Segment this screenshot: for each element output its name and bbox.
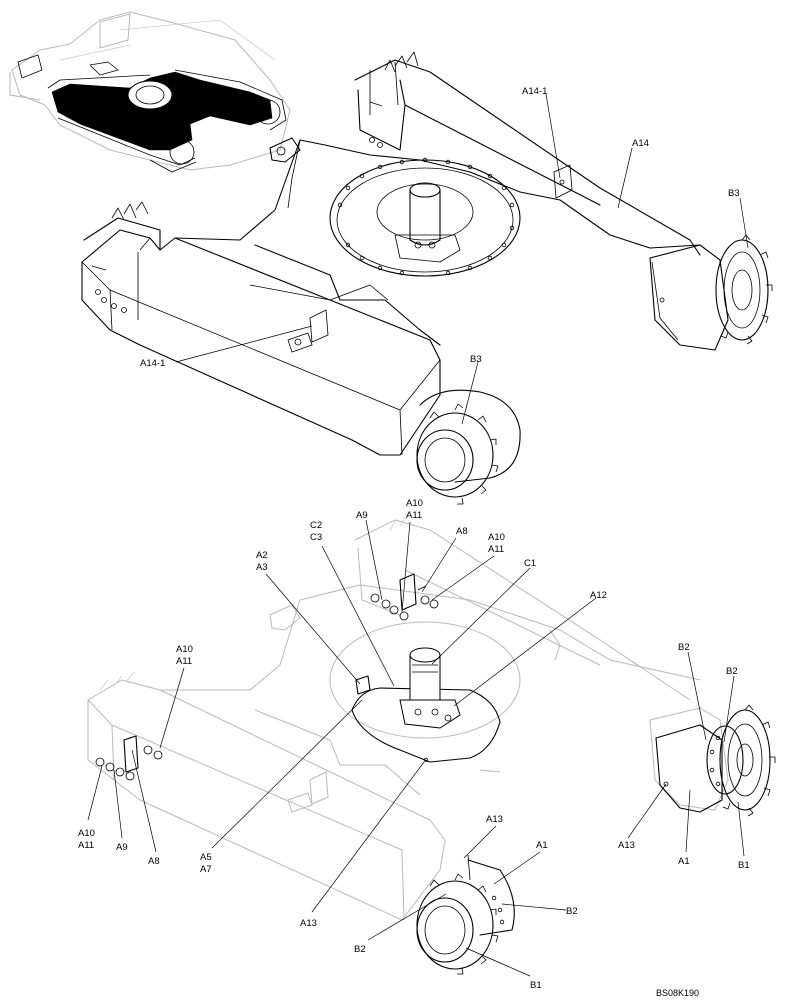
label-a11-left-bottom: A11 (78, 840, 94, 851)
label-a1-right: A1 (678, 856, 690, 867)
label-b2-bottom-left: B2 (354, 944, 366, 955)
label-b2-bottom-right: B2 (566, 906, 578, 917)
label-a7: A7 (200, 864, 212, 875)
leader-lines (87, 93, 749, 977)
label-b3-right: B3 (728, 188, 740, 199)
label-a11-left-top: A11 (176, 656, 192, 667)
label-b1-right: B1 (738, 860, 750, 871)
label-a14-1-upper: A14-1 (522, 86, 547, 97)
label-a10-top-1: A10 (406, 498, 423, 509)
drive-motor-right (655, 704, 776, 817)
label-a9-top: A9 (356, 510, 368, 521)
sprocket-b3-right (715, 234, 773, 345)
label-a11-top-2: A11 (488, 544, 504, 555)
label-a3: A3 (256, 562, 268, 573)
sprocket-b3-lower (416, 389, 521, 505)
track-frame-exploded (87, 515, 776, 975)
callout-labels: A14-1 A14 B3 A14-1 B3 A9 A10 A11 C2 C3 A… (78, 86, 750, 991)
label-b1-bottom: B1 (530, 980, 542, 991)
label-b3-lower: B3 (470, 354, 482, 365)
label-a2: A2 (256, 550, 268, 561)
bearing-bolt-holes (337, 157, 515, 276)
label-a9-left: A9 (116, 842, 128, 853)
label-b2-right-2: B2 (726, 666, 738, 677)
label-a5: A5 (200, 852, 212, 863)
label-a1-bottom: A1 (536, 840, 548, 851)
swivel-joint-c1 (399, 647, 461, 729)
drive-motor-lower (416, 854, 515, 975)
label-b2-right-1: B2 (678, 642, 690, 653)
label-a13-bottom: A13 (486, 814, 503, 825)
label-a10-left-top: A10 (176, 644, 193, 655)
label-c3: C3 (310, 532, 322, 543)
figure-reference-code: BS08K190 (656, 988, 699, 998)
label-c2: C2 (310, 520, 322, 531)
label-a8-top: A8 (456, 526, 468, 537)
label-a10-top-2: A10 (488, 532, 505, 543)
label-a11-top-1: A11 (406, 510, 422, 521)
label-a13-center: A13 (300, 918, 317, 929)
label-a14: A14 (632, 138, 649, 149)
label-c1: C1 (524, 558, 536, 569)
label-a13-right: A13 (618, 840, 635, 851)
upper-bracket-bolts (370, 573, 439, 621)
label-a12: A12 (590, 590, 607, 601)
label-a14-1-left: A14-1 (140, 358, 165, 369)
label-a10-left-bottom: A10 (78, 828, 95, 839)
machine-overview-thumbnail (9, 11, 291, 173)
left-bracket-bolts (95, 735, 163, 781)
label-a8-left: A8 (148, 856, 160, 867)
